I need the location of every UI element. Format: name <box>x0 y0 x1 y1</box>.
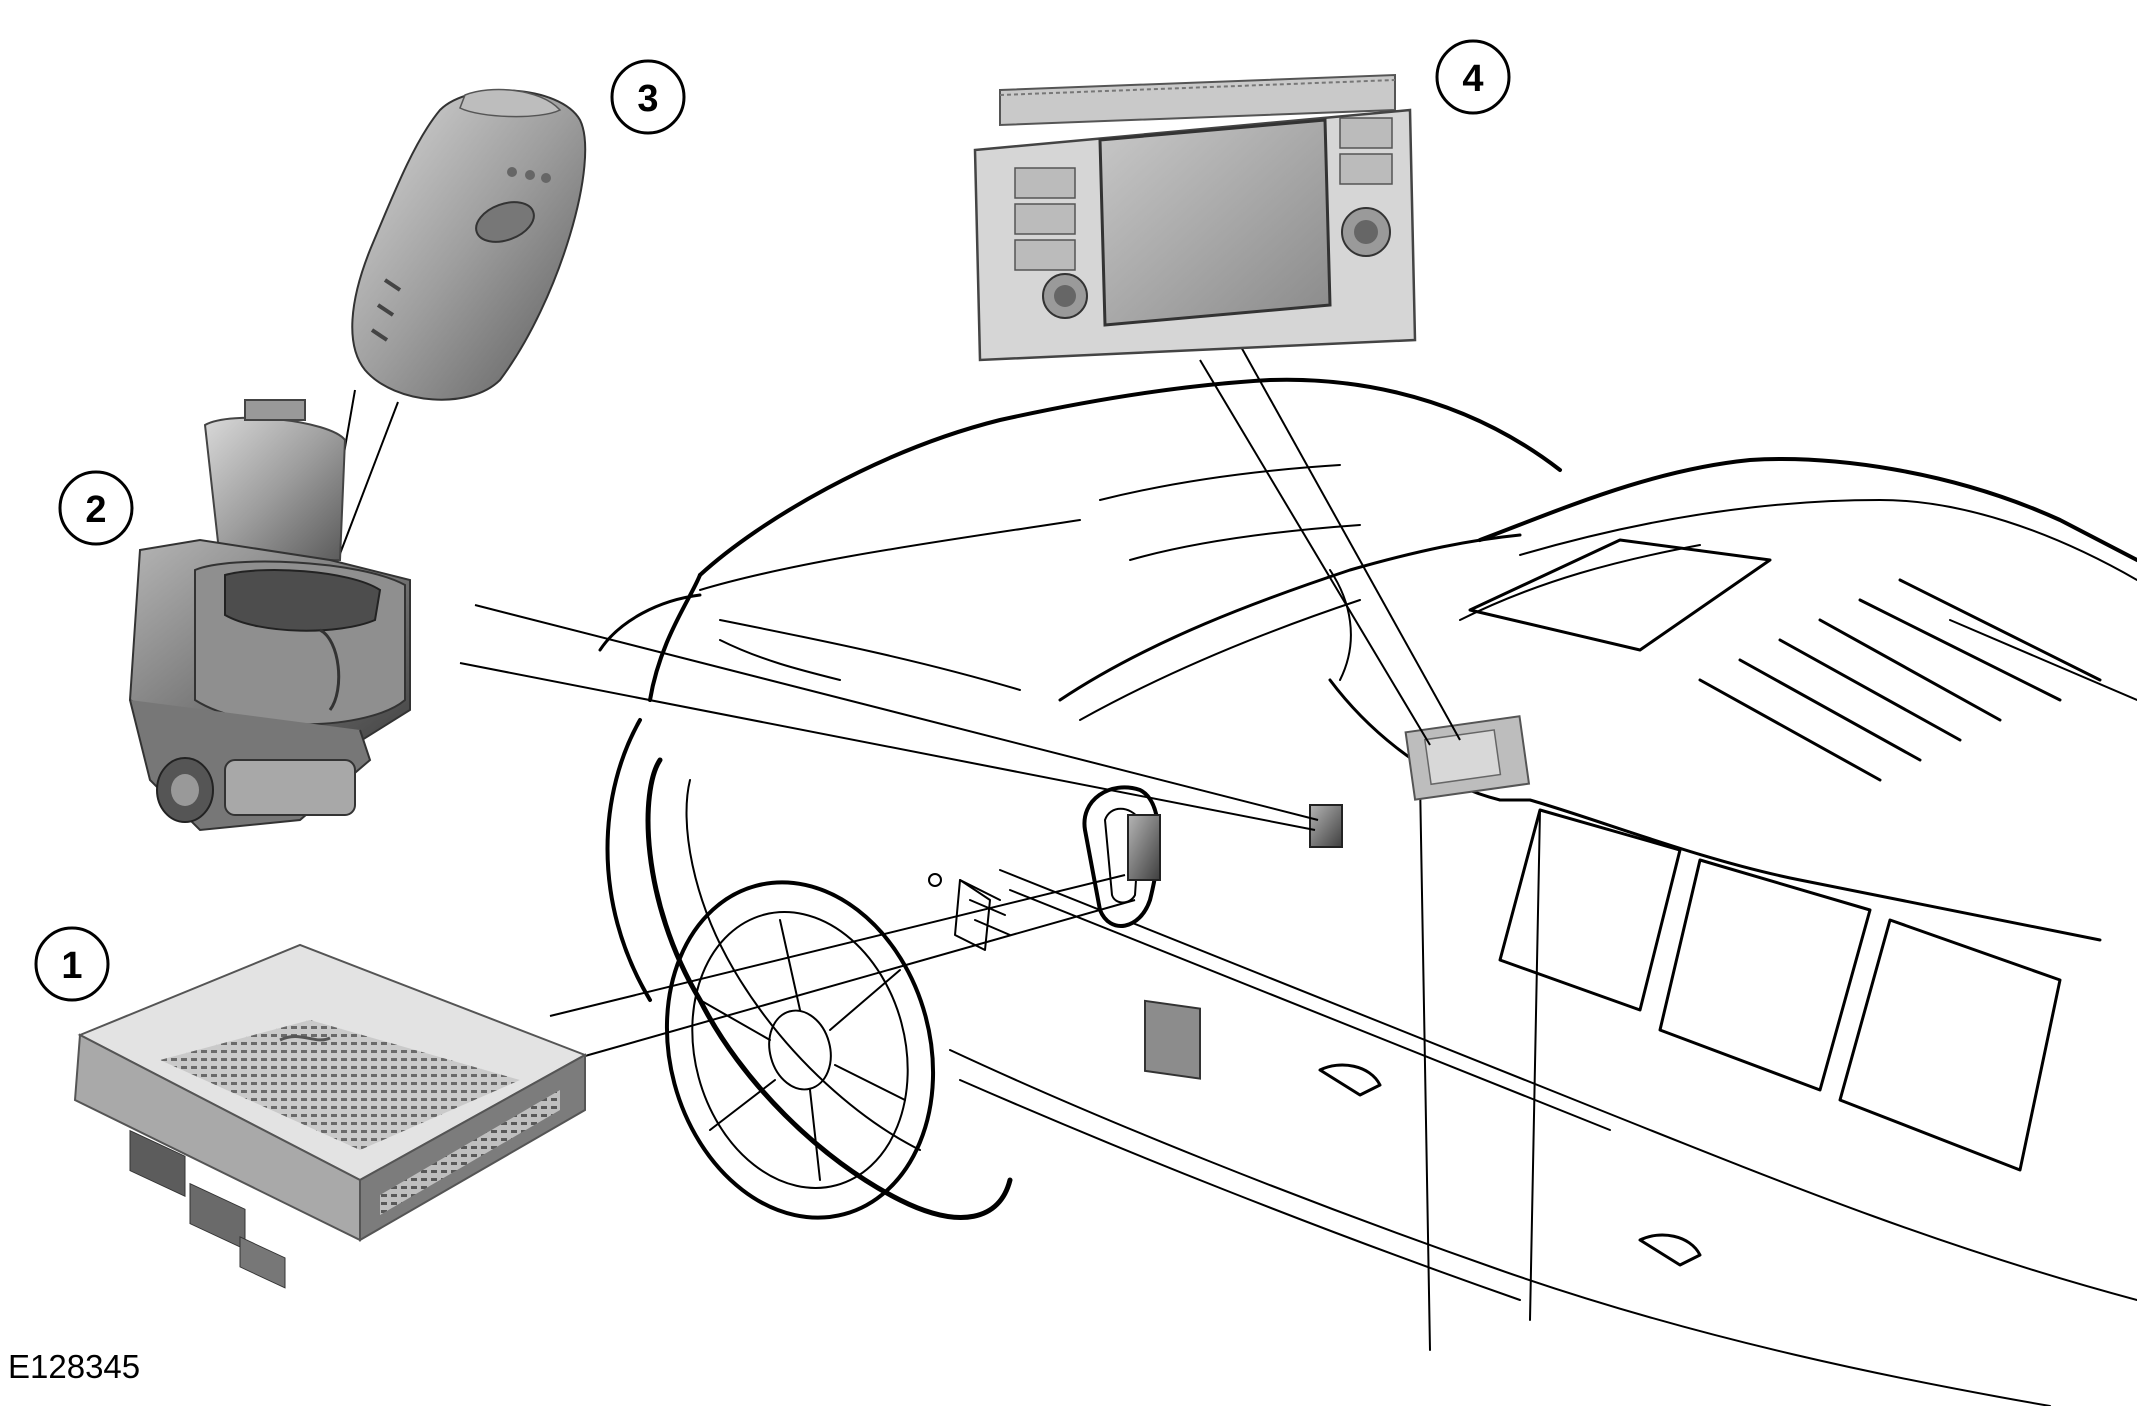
callout-4: 4 <box>1435 39 1511 115</box>
callout-2-label: 2 <box>85 489 106 531</box>
callout-1-label: 1 <box>61 945 82 987</box>
callout-2: 2 <box>58 470 134 546</box>
callout-3: 3 <box>610 59 686 135</box>
vehicle-installed-modules <box>1127 715 1531 1080</box>
component-module-3 <box>351 88 587 401</box>
callout-4-label: 4 <box>1462 58 1483 100</box>
figure-reference: E128345 <box>8 1348 141 1385</box>
component-module-1 <box>73 943 588 1289</box>
component-module-2 <box>128 399 411 832</box>
leader-lines <box>321 344 1461 1057</box>
callout-3-label: 3 <box>637 78 658 120</box>
callout-1: 1 <box>34 926 110 1002</box>
vehicle-outline <box>598 377 2137 1406</box>
component-module-4 <box>973 73 1417 362</box>
